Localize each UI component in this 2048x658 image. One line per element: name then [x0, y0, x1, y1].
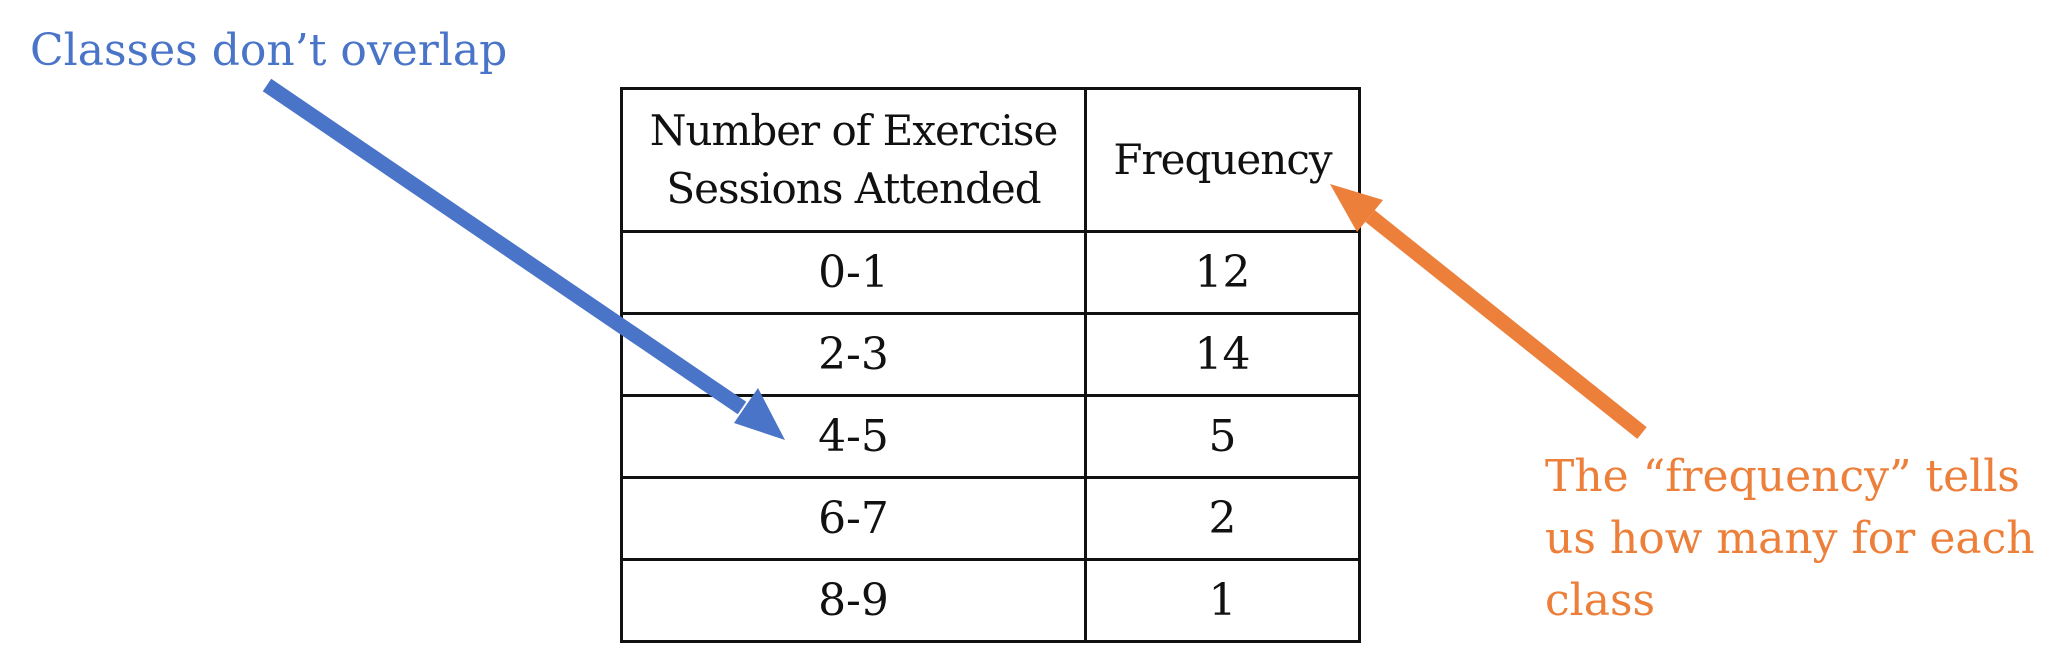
table-row: 2-3 14 [620, 312, 1361, 397]
frequency-table: Number of Exercise Sessions Attended Fre… [620, 87, 1361, 643]
table-row: 4-5 5 [620, 394, 1361, 479]
orange-arrow [1330, 184, 1647, 439]
table-row: 6-7 2 [620, 476, 1361, 561]
frequency-column-header: Frequency [1084, 87, 1361, 233]
table-row: 0-1 12 [620, 230, 1361, 315]
frequency-cell: 2 [1084, 476, 1361, 561]
class-cell: 8-9 [620, 558, 1087, 643]
sessions-column-header: Number of Exercise Sessions Attended [620, 87, 1087, 233]
class-cell: 4-5 [620, 394, 1087, 479]
class-cell: 0-1 [620, 230, 1087, 315]
class-cell: 6-7 [620, 476, 1087, 561]
table-row: 8-9 1 [620, 558, 1361, 643]
class-cell: 2-3 [620, 312, 1087, 397]
frequency-cell: 12 [1084, 230, 1361, 315]
frequency-cell: 1 [1084, 558, 1361, 643]
classes-callout: Classes don’t overlap [30, 25, 508, 76]
frequency-cell: 14 [1084, 312, 1361, 397]
table-header-row: Number of Exercise Sessions Attended Fre… [620, 87, 1361, 233]
frequency-callout: The “frequency” tells us how many for ea… [1545, 451, 2035, 626]
frequency-cell: 5 [1084, 394, 1361, 479]
